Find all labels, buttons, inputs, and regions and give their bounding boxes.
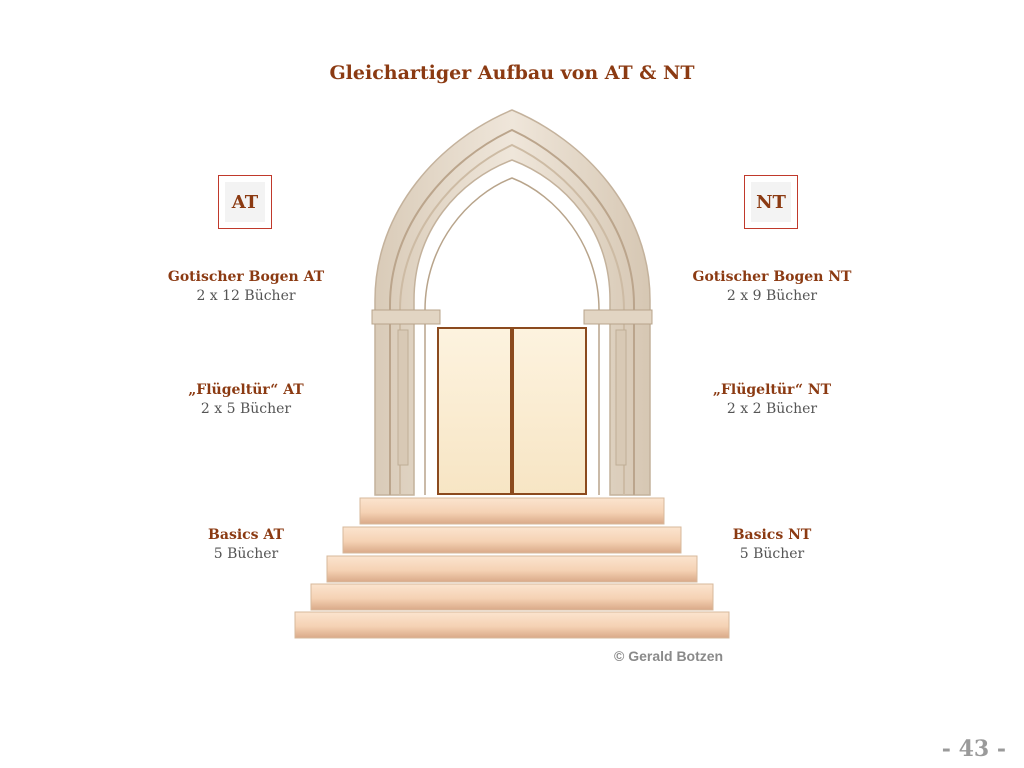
label-basics-at: Basics AT 5 Bücher: [146, 526, 346, 564]
at-box: AT: [218, 175, 272, 229]
nt-box-label: NT: [751, 182, 791, 222]
label-arch-nt-sub: 2 x 9 Bücher: [726, 288, 818, 304]
label-basics-nt: Basics NT 5 Bücher: [672, 526, 872, 564]
label-arch-at-heading: Gotischer Bogen AT: [167, 269, 325, 285]
staircase: [294, 497, 730, 639]
label-basics-at-heading: Basics AT: [208, 527, 284, 543]
label-arch-nt-heading: Gotischer Bogen NT: [692, 269, 852, 285]
label-door-nt-sub: 2 x 2 Bücher: [726, 401, 818, 417]
slide-title: Gleichartiger Aufbau von AT & NT: [329, 62, 695, 84]
label-door-nt: „Flügeltür“ NT 2 x 2 Bücher: [672, 381, 872, 419]
copyright-notice: © Gerald Botzen: [614, 648, 724, 664]
at-box-label: AT: [225, 182, 265, 222]
nt-box: NT: [744, 175, 798, 229]
label-arch-nt: Gotischer Bogen NT 2 x 9 Bücher: [672, 268, 872, 306]
page-number: - 43 -: [941, 736, 1006, 762]
label-door-at-sub: 2 x 5 Bücher: [200, 401, 292, 417]
double-door: [437, 327, 587, 495]
label-basics-nt-sub: 5 Bücher: [739, 546, 805, 562]
label-door-nt-heading: „Flügeltür“ NT: [712, 382, 832, 398]
label-arch-at-sub: 2 x 12 Bücher: [196, 288, 296, 304]
label-basics-nt-heading: Basics NT: [732, 527, 812, 543]
label-basics-at-sub: 5 Bücher: [213, 546, 279, 562]
label-door-at: „Flügeltür“ AT 2 x 5 Bücher: [146, 381, 346, 419]
label-door-at-heading: „Flügeltür“ AT: [188, 382, 304, 398]
label-arch-at: Gotischer Bogen AT 2 x 12 Bücher: [146, 268, 346, 306]
